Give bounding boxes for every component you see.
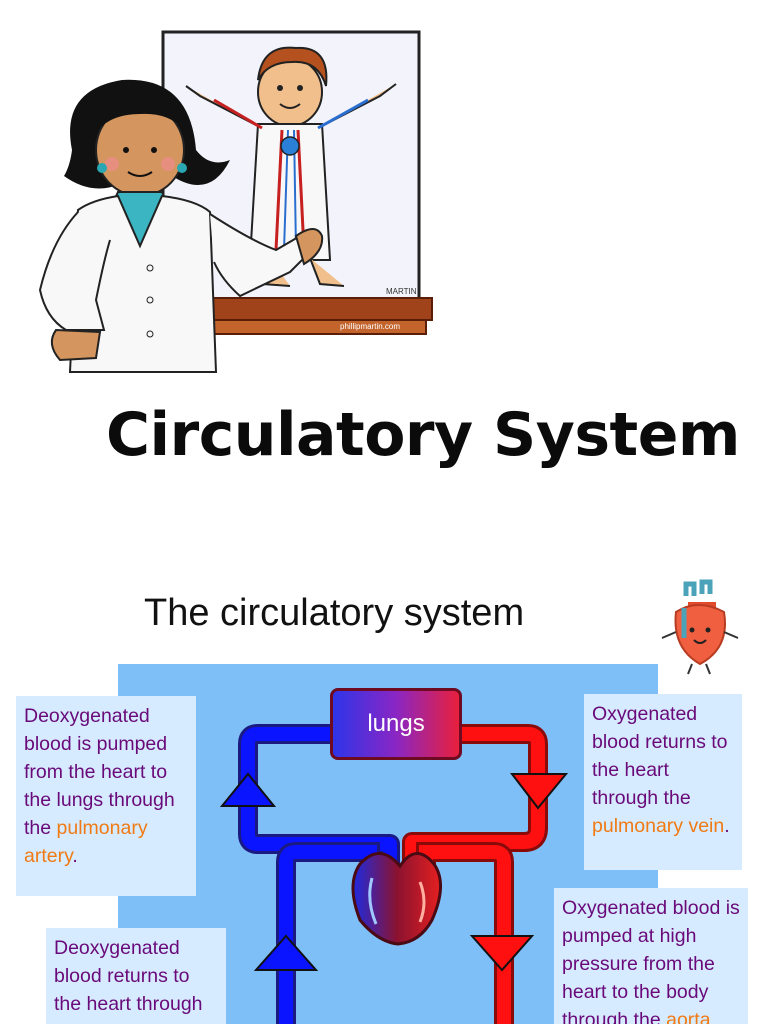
slide-title-text: The circulatory system bbox=[144, 592, 525, 634]
heart-icon bbox=[351, 852, 442, 946]
pulmonary-artery-vessel bbox=[238, 724, 400, 872]
slide-diagram: The circulatory system bbox=[0, 512, 768, 1024]
teacher-illustration: MARTIN phillipmartin.com bbox=[38, 30, 433, 373]
note-pulmonary-artery: Deoxygenated blood is pumped from the he… bbox=[16, 696, 196, 896]
flow-arrow-down-icon bbox=[469, 935, 535, 972]
circulation-diagram bbox=[219, 724, 569, 1024]
heart-mascot-icon bbox=[661, 579, 739, 675]
note-aorta: Oxygenated blood is pumped at high press… bbox=[554, 888, 748, 1024]
lungs-label: lungs bbox=[367, 710, 425, 737]
note-pulmonary-vein: Oxygenated blood returns to the heart th… bbox=[584, 694, 742, 870]
highlight-term: pulmonary artery bbox=[24, 817, 148, 867]
vena-cava-vessel bbox=[276, 842, 380, 1024]
poster-signature: MARTIN bbox=[386, 287, 417, 296]
aorta-vessel bbox=[416, 842, 514, 1024]
flow-arrow-up-icon bbox=[253, 934, 319, 971]
poster-caption: phillipmartin.com bbox=[340, 322, 400, 331]
note-vena-cava: Deoxygenated blood returns to the heart … bbox=[46, 928, 226, 1024]
main-title: Circulatory System bbox=[106, 400, 740, 470]
slide-title: MARTIN phillipmartin.com bbox=[38, 30, 741, 470]
lungs-box: lungs bbox=[330, 688, 462, 760]
flow-arrow-down-icon bbox=[509, 773, 569, 810]
flow-arrow-up-icon bbox=[219, 772, 277, 807]
pulmonary-vein-vessel bbox=[402, 724, 548, 872]
highlight-term: pulmonary vein bbox=[592, 815, 725, 837]
teacher-figure bbox=[38, 79, 324, 373]
highlight-term: aorta bbox=[666, 1009, 711, 1024]
